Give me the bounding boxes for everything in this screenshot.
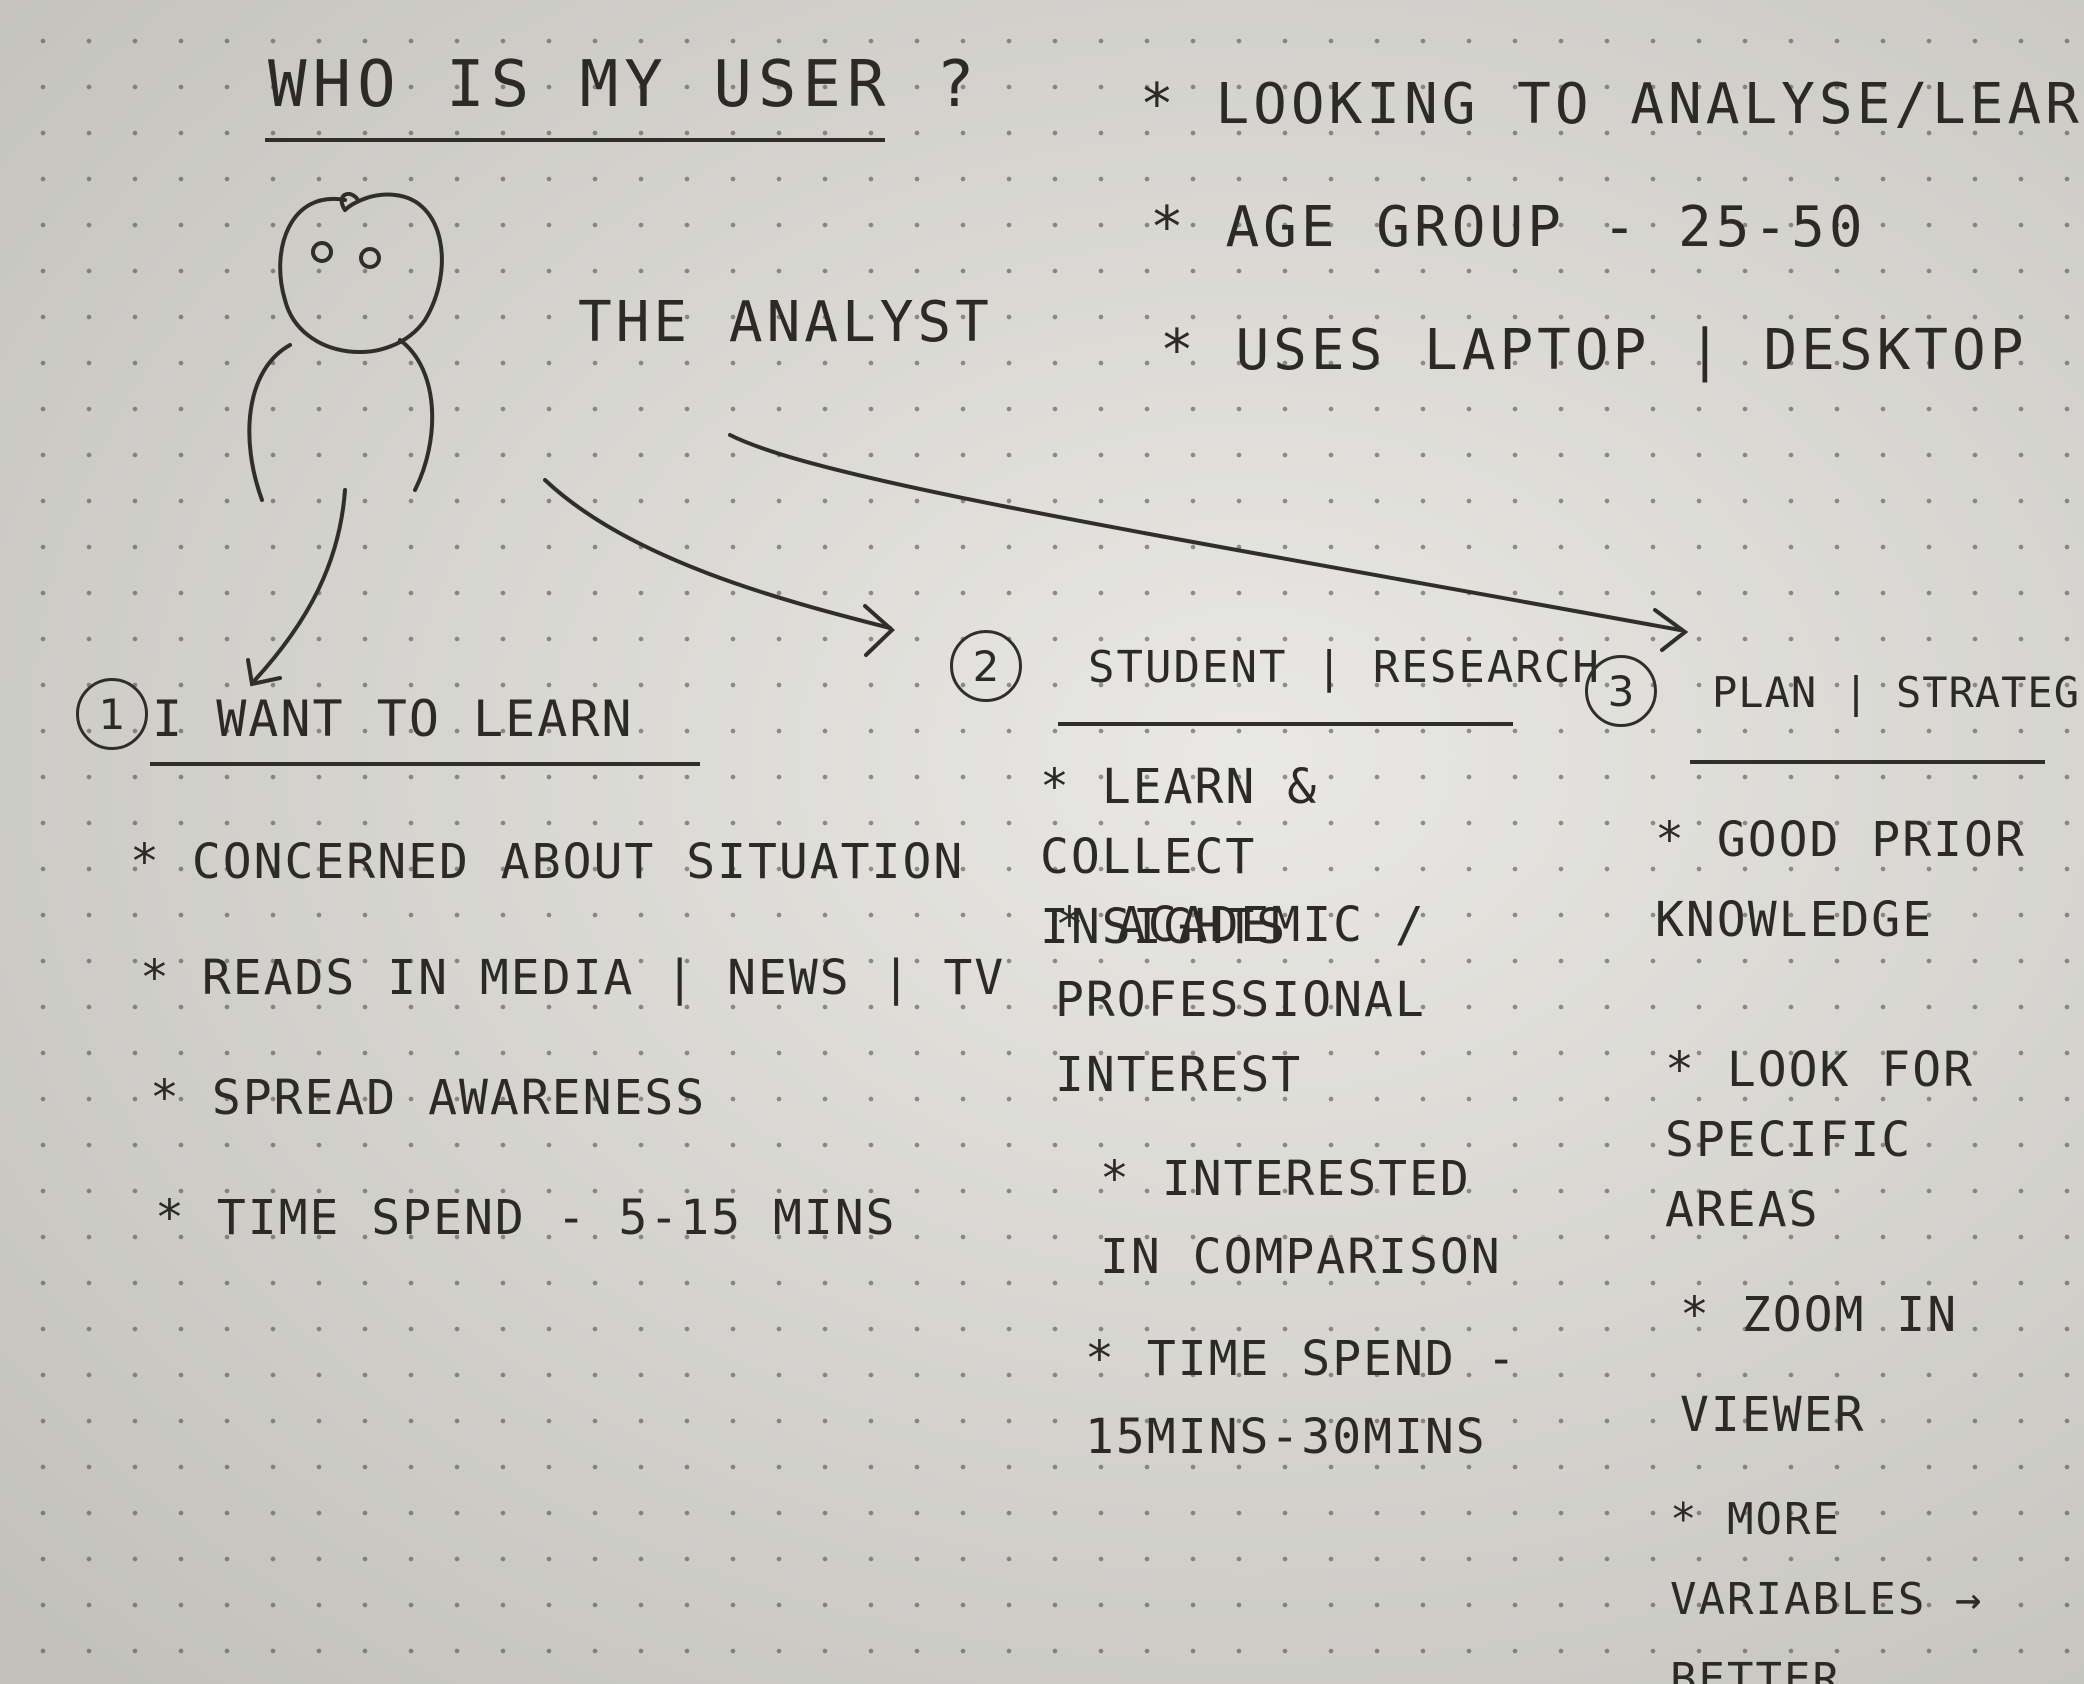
page-title: WHO IS MY USER ? (268, 48, 981, 122)
title-underline (265, 138, 885, 142)
persona-point: * LOOK FOR SPECIFIC AREAS (1665, 1042, 1974, 1238)
persona-point: * ZOOM IN VIEWER (1680, 1287, 1959, 1443)
persona-point: * READS IN MEDIA | NEWS | TV (140, 950, 1006, 1006)
bullet-mark: * (1140, 72, 1178, 137)
bullet-mark: * (1150, 195, 1188, 260)
arrow-to-persona-3 (728, 433, 1689, 652)
arrow-to-persona-2 (543, 478, 895, 657)
persona-point: * GOOD PRIOR KNOWLEDGE (1655, 812, 2026, 948)
persona-point: * LEARN & COLLECT INSIGHTS (1040, 759, 1319, 955)
persona-point: * SPREAD AWARENESS (150, 1070, 707, 1126)
persona-figure-label: THE ANALYST (578, 290, 993, 355)
persona-number-1: 1 (76, 678, 148, 750)
persona-point: * MORE VARIABLES → BETTER (1670, 1494, 1984, 1684)
arrow-to-persona-1 (246, 488, 347, 687)
persona-point: * TIME SPEND - 5-15 MINS (155, 1190, 897, 1246)
heading-underline (1058, 722, 1513, 726)
heading-underline (150, 762, 700, 766)
heading-underline (1690, 760, 2045, 764)
persona-heading: I WANT TO LEARN (152, 690, 634, 748)
persona-heading: STUDENT | RESEARCH (1088, 642, 1601, 693)
profile-item: * USES LAPTOP | DESKTOP (1160, 318, 2028, 383)
persona-heading: PLAN | STRATEGISE (1712, 668, 2084, 717)
stick-figure (247, 191, 444, 502)
persona-point: * CONCERNED ABOUT SITUATION (130, 834, 965, 890)
profile-item: * AGE GROUP - 25-50 (1150, 195, 1867, 260)
persona-point: * ACADEMIC / PROFESSIONAL INTEREST (1055, 897, 1426, 1103)
persona-number-3: 3 (1585, 655, 1657, 727)
profile-item: * LOOKING TO ANALYSE/LEARN (1140, 72, 2084, 137)
persona-point: * INTERESTED IN COMPARISON (1100, 1151, 1502, 1285)
persona-number-2: 2 (950, 630, 1022, 702)
persona-point: * TIME SPEND - 15MINS-30MINS (1085, 1331, 1518, 1465)
bullet-mark: * (1160, 318, 1198, 383)
